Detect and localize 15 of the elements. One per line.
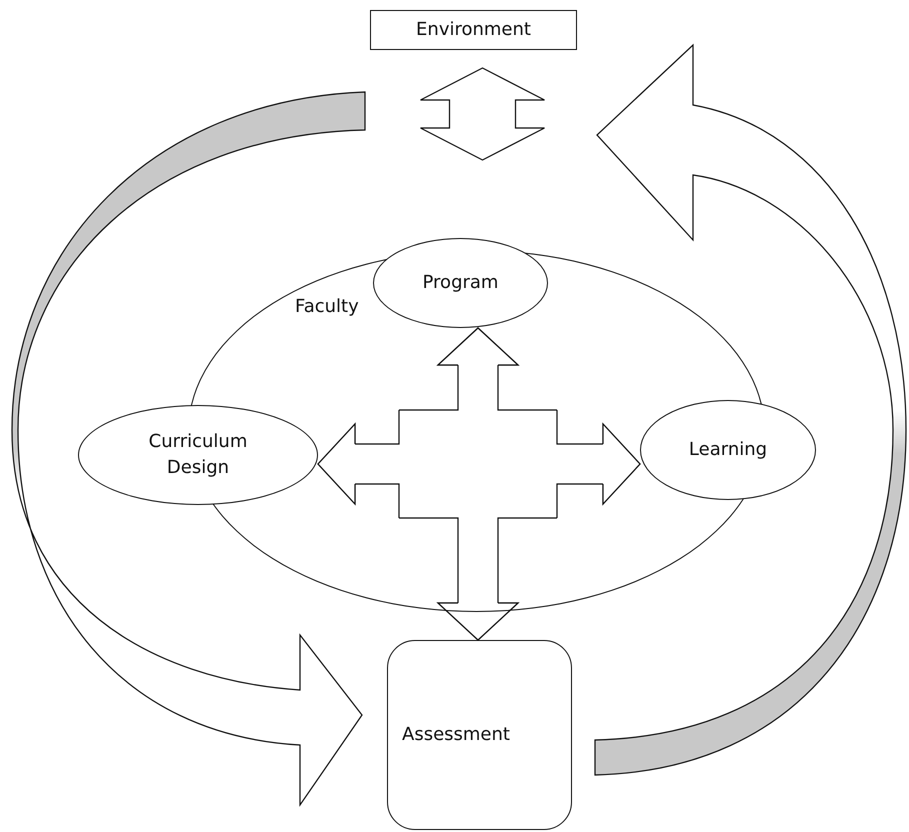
double-block-arrow — [420, 67, 546, 161]
block-arrow — [399, 327, 558, 411]
node-label: Curriculum Design — [148, 430, 248, 480]
process-box — [370, 10, 577, 50]
curved-arrow — [11, 91, 366, 806]
node-label: Assessment — [402, 722, 510, 747]
node-label: Faculty — [295, 296, 359, 317]
block-arrow — [317, 409, 400, 518]
node-label: Program — [422, 270, 498, 295]
block-arrow — [398, 517, 557, 641]
node-label: Environment — [416, 18, 531, 42]
block-arrow — [556, 410, 641, 519]
node-label: Learning — [688, 438, 768, 462]
curved-arrow — [594, 44, 907, 776]
rounded-box — [387, 640, 572, 830]
